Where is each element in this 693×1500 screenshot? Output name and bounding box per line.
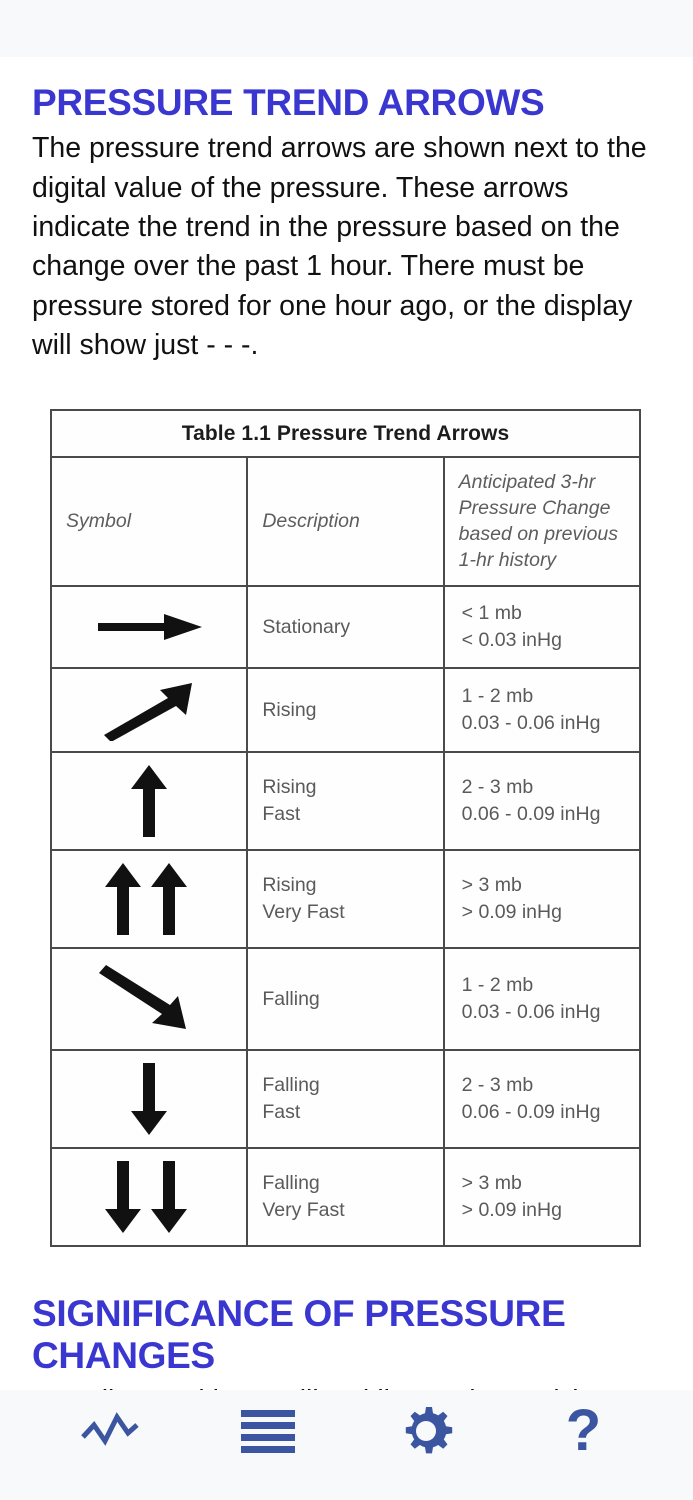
column-header-anticipated-change: Anticipated 3-hr Pressure Change based o…: [442, 456, 642, 588]
value-cell: 2 - 3 mb 0.06 - 0.09 inHg: [442, 751, 642, 852]
description-text-line1: Falling: [262, 1073, 320, 1096]
description-cell: Falling Fast: [246, 1049, 445, 1150]
value-cell: 2 - 3 mb 0.06 - 0.09 inHg: [442, 1049, 642, 1150]
symbol-cell: [49, 947, 249, 1052]
value-cell: 1 - 2 mb 0.03 - 0.06 inHg: [442, 667, 642, 754]
status-bar: [0, 0, 693, 57]
table-row: Falling Fast 2 - 3 mb 0.06 - 0.09 inHg: [49, 1049, 642, 1150]
column-header-symbol: Symbol: [49, 456, 249, 588]
value-inhg: 0.03 - 0.06 inHg: [461, 1001, 601, 1024]
nav-button-help[interactable]: ?: [551, 1398, 617, 1464]
symbol-cell: [49, 1049, 249, 1150]
value-cell: < 1 mb < 0.03 inHg: [442, 585, 642, 670]
question-mark-icon: ?: [565, 1398, 602, 1463]
nav-button-menu[interactable]: [235, 1398, 301, 1464]
value-mb: 1 - 2 mb: [461, 973, 534, 996]
table-title-row: Table 1.1 Pressure Trend Arrows: [50, 409, 641, 459]
arrow-right-icon: [98, 614, 203, 641]
trend-chart-icon: [80, 1412, 139, 1446]
description-cell: Rising: [246, 667, 445, 754]
value-mb: > 3 mb: [461, 1171, 522, 1194]
value-inhg: > 0.09 inHg: [461, 1199, 562, 1222]
value-cell: 1 - 2 mb 0.03 - 0.06 inHg: [442, 947, 642, 1052]
description-cell: Stationary: [246, 585, 445, 670]
arrow-up-right-diagonal-icon: [104, 683, 193, 742]
value-cell: > 3 mb > 0.09 inHg: [442, 849, 642, 950]
description-cell: Falling: [246, 947, 445, 1052]
description-cell: Rising Very Fast: [246, 849, 445, 950]
arrow-up-double-icon: [105, 863, 188, 936]
nav-button-settings[interactable]: [393, 1398, 459, 1464]
value-mb: 1 - 2 mb: [461, 684, 534, 707]
description-text: Rising: [262, 698, 317, 721]
description-text-line1: Rising: [262, 775, 317, 798]
gear-icon: [405, 1407, 452, 1454]
description-text-line1: Rising: [262, 873, 317, 896]
page-title-pressure-trend-arrows: PRESSURE TREND ARROWS: [32, 82, 545, 123]
symbol-cell: [49, 667, 249, 754]
description-text: Falling: [262, 987, 320, 1010]
pressure-trend-table: Table 1.1 Pressure Trend Arrows Symbol D…: [49, 409, 642, 1248]
table-header-row: Symbol Description Anticipated 3-hr Pres…: [49, 456, 642, 588]
column-header-description: Description: [246, 456, 445, 588]
table-row: Falling Very Fast > 3 mb > 0.09 inHg: [49, 1147, 642, 1248]
symbol-cell: [49, 849, 249, 950]
nav-button-trend-chart[interactable]: [77, 1398, 143, 1464]
bottom-navigation-bar: ?: [0, 1390, 693, 1500]
symbol-cell: [49, 1147, 249, 1248]
description-text-line2: Very Fast: [262, 901, 345, 924]
bottom-nav-icon-row: ?: [0, 1390, 693, 1472]
description-text-line2: Fast: [262, 1101, 301, 1124]
description-text: Stationary: [262, 615, 351, 638]
description-text-line1: Falling: [262, 1171, 320, 1194]
hamburger-menu-icon: [240, 1410, 295, 1453]
table-row: Stationary < 1 mb < 0.03 inHg: [49, 585, 642, 670]
value-mb: 2 - 3 mb: [461, 775, 534, 798]
significance-paragraph: Broadly speaking, Falling (diagonal arro…: [0, 1382, 693, 1390]
description-text-line2: Very Fast: [262, 1199, 345, 1222]
table-caption: Table 1.1 Pressure Trend Arrows: [50, 409, 641, 459]
table-row: Rising 1 - 2 mb 0.03 - 0.06 inHg: [49, 667, 642, 754]
description-text-line2: Fast: [262, 803, 301, 826]
intro-paragraph: The pressure trend arrows are shown next…: [32, 132, 647, 362]
description-cell: Rising Fast: [246, 751, 445, 852]
symbol-cell: [49, 751, 249, 852]
article-scroll-area[interactable]: PRESSURE TREND ARROWS The pressure trend…: [0, 57, 693, 1390]
table-row: Falling 1 - 2 mb 0.03 - 0.06 inHg: [49, 947, 642, 1052]
value-inhg: 0.03 - 0.06 inHg: [461, 712, 601, 735]
arrow-down-double-icon: [105, 1161, 188, 1234]
value-inhg: 0.06 - 0.09 inHg: [461, 1101, 601, 1124]
arrow-down-right-diagonal-icon: [99, 965, 187, 1030]
value-inhg: > 0.09 inHg: [461, 901, 562, 924]
pressure-trend-table-wrapper: Table 1.1 Pressure Trend Arrows Symbol D…: [0, 409, 693, 1248]
arrow-up-icon: [131, 765, 168, 838]
table-row: Rising Very Fast > 3 mb > 0.09 inHg: [49, 849, 642, 950]
value-mb: 2 - 3 mb: [461, 1073, 534, 1096]
value-mb: < 1 mb: [461, 601, 522, 624]
symbol-cell: [49, 585, 249, 670]
value-mb: > 3 mb: [461, 873, 522, 896]
value-cell: > 3 mb > 0.09 inHg: [442, 1147, 642, 1248]
value-inhg: < 0.03 inHg: [461, 629, 562, 652]
value-inhg: 0.06 - 0.09 inHg: [461, 803, 601, 826]
description-cell: Falling Very Fast: [246, 1147, 445, 1248]
arrow-down-icon: [131, 1063, 168, 1136]
table-row: Rising Fast 2 - 3 mb 0.06 - 0.09 inHg: [49, 751, 642, 852]
section-title-significance-of-pressure-changes: SIGNIFICANCE OF PRESSURE CHANGES: [32, 1293, 566, 1376]
